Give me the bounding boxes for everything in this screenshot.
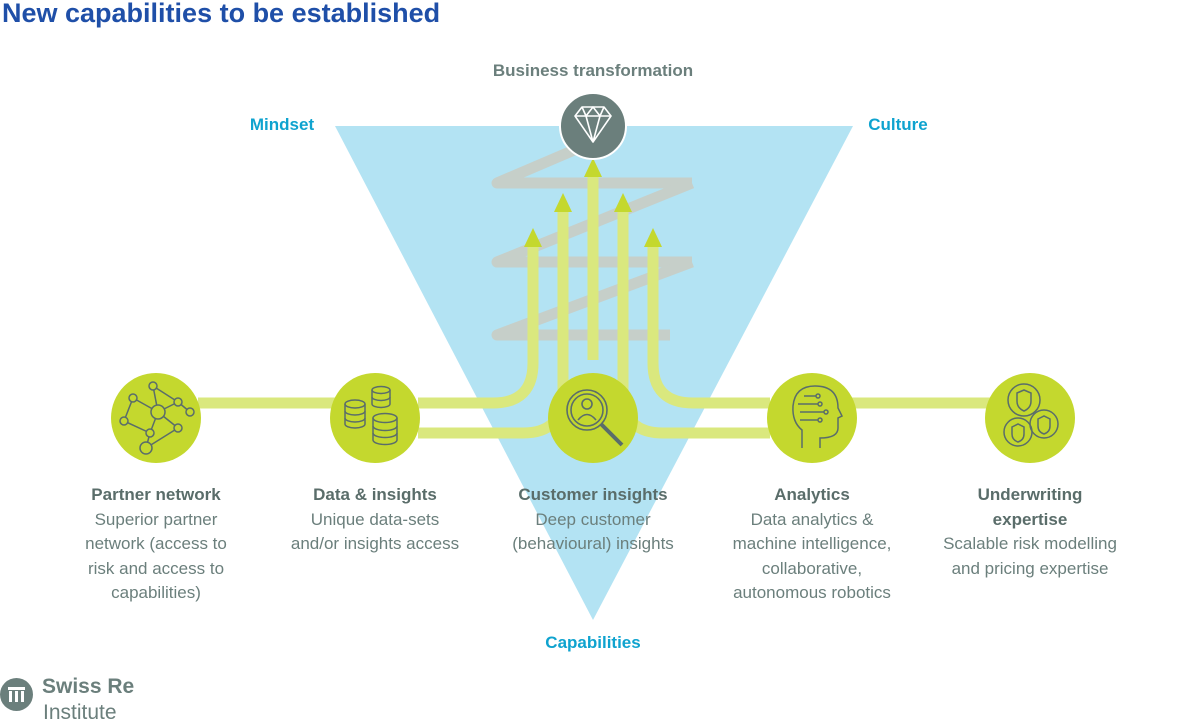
capability-description: Superior partner network (access to risk… (85, 509, 227, 603)
node-analytics (767, 373, 857, 463)
capability-title: Analytics (774, 485, 850, 504)
mindset-label: Mindset (249, 115, 315, 134)
capability-title: Underwriting expertise (977, 485, 1083, 529)
node-partner-network (111, 373, 201, 463)
swiss-re-logo-icon (0, 678, 33, 711)
capability-analytics: Analytics Data analytics & machine intel… (697, 483, 927, 606)
logo-subtitle: Institute (43, 701, 117, 724)
page-title: New capabilities to be established (2, 0, 441, 28)
business-transformation-node (559, 92, 627, 160)
capability-title: Customer insights (518, 485, 668, 504)
capability-customer-insights: Customer insights Deep customer (behavio… (478, 483, 708, 557)
capability-description: Unique data-sets and/or insights access (290, 509, 460, 554)
shields-icon (1003, 383, 1059, 447)
ai-head-icon (792, 385, 844, 448)
node-customer-insights (548, 373, 638, 463)
capability-title: Partner network (91, 485, 221, 504)
arrow-heads (524, 158, 662, 247)
logo-name: Swiss Re (42, 675, 135, 698)
capability-data-insights: Data & insights Unique data-sets and/or … (260, 483, 490, 557)
node-underwriting (985, 373, 1075, 463)
capabilities-triangle (335, 126, 853, 620)
capability-description: Deep customer (behavioural) insights (512, 509, 674, 554)
capability-description: Data analytics & machine intelligence, c… (732, 509, 892, 603)
database-icon (344, 385, 398, 446)
capability-underwriting: Underwriting expertise Scalable risk mod… (915, 483, 1145, 581)
capability-partner-network: Partner network Superior partner network… (41, 483, 271, 606)
network-icon (119, 381, 195, 455)
node-data-insights (330, 373, 420, 463)
capabilities-label: Capabilities (545, 633, 641, 652)
business-transformation-label: Business transformation (492, 61, 694, 80)
capability-description: Scalable risk modelling and pricing expe… (943, 534, 1117, 578)
diamond-icon (574, 106, 612, 143)
magnifier-person-icon (566, 389, 624, 447)
culture-label: Culture (868, 115, 928, 134)
capability-title: Data & insights (313, 485, 437, 504)
